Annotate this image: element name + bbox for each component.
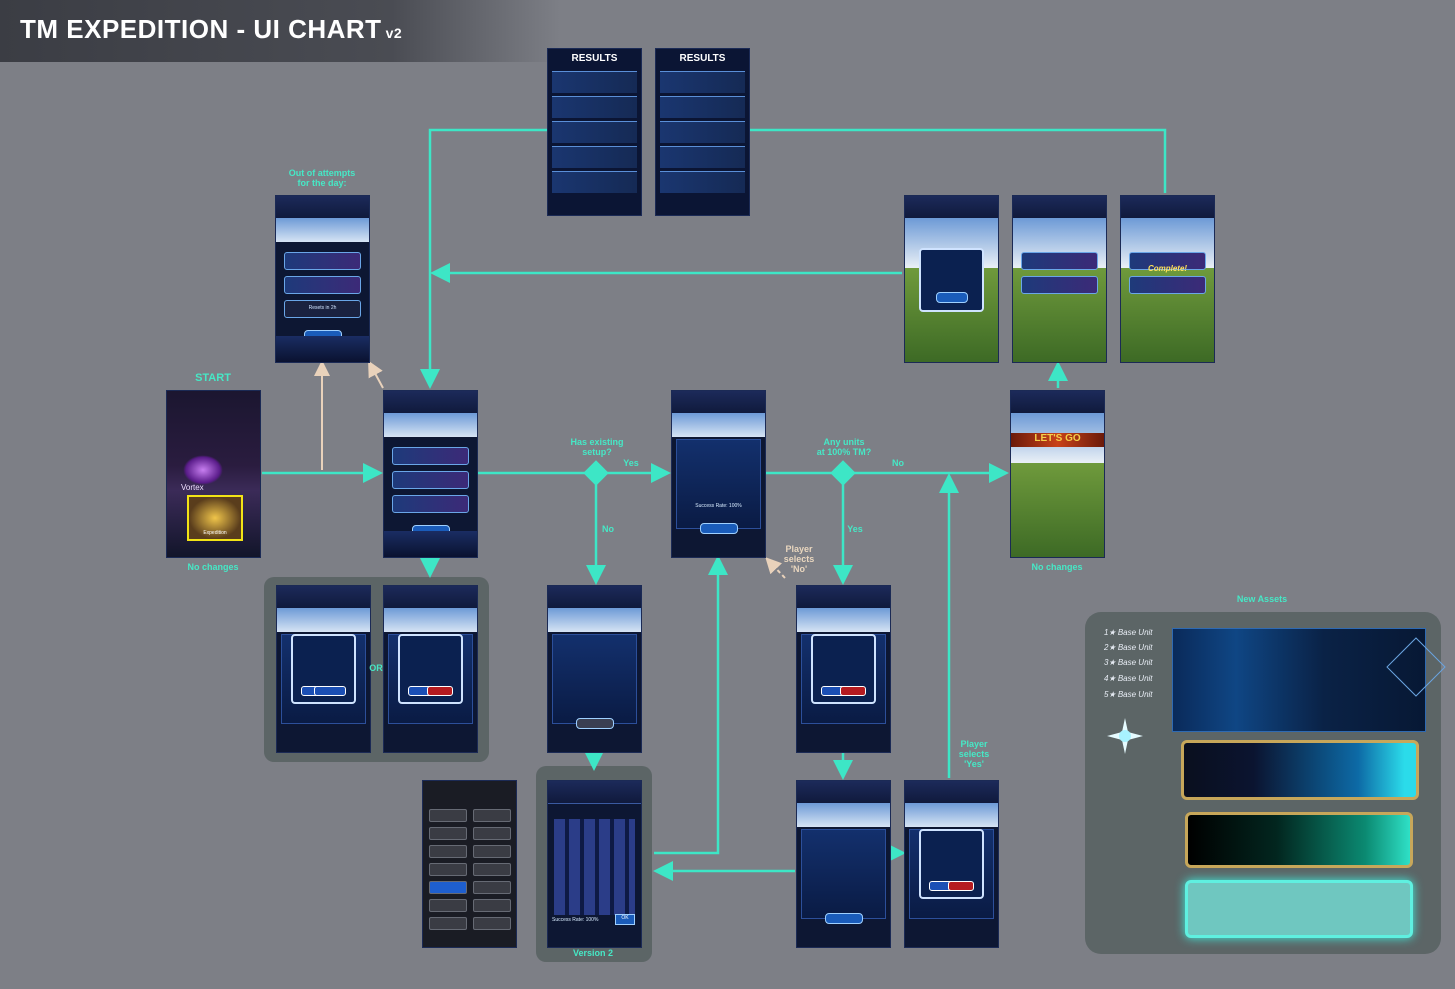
line-out-of-attempts-2 [368, 360, 384, 389]
ok-button[interactable]: OK [615, 914, 635, 925]
complete-screen: Complete! [1120, 195, 1215, 363]
setup-yes-label: Yes [623, 458, 639, 468]
expedition-list-screen [383, 390, 478, 558]
sort-filter-screen [422, 780, 517, 948]
line-results-loop [748, 128, 1167, 193]
out-of-attempts-screen: Resets in 2h [275, 195, 370, 363]
refresh-dialog-1 [276, 585, 371, 753]
player-selects-no-label: Player selects 'No' [783, 544, 815, 574]
no-changes-left: No changes [187, 562, 239, 572]
base-unit-1: 1★ Base Unit [1104, 628, 1153, 637]
lets-go-screen: LET'S GO [1010, 390, 1105, 558]
asset-glow-button [1185, 880, 1413, 938]
line-select-up [654, 555, 728, 855]
success-rate-text: Success Rate: 100% [695, 503, 742, 509]
any-units-tm-label: Any units at 100% TM? [816, 437, 872, 457]
or-label: OR [369, 663, 383, 673]
title-text: TM EXPEDITION - UI CHART [20, 14, 382, 44]
line-results-left [420, 128, 547, 389]
diamond-icon [1386, 637, 1446, 697]
base-unit-4: 4★ Base Unit [1104, 674, 1153, 683]
results-title-2: RESULTS [679, 53, 726, 64]
unit-select-screen: Success Rate: 100% OK [547, 780, 642, 948]
results-screen-1: RESULTS [547, 48, 642, 216]
setup-no-label: No [602, 524, 614, 534]
results-screen-2: RESULTS [655, 48, 750, 216]
base-unit-2: 2★ Base Unit [1104, 643, 1153, 652]
version2-label: Version 2 [572, 948, 614, 958]
expedition-running-screen [1012, 195, 1107, 363]
depart-button[interactable] [699, 523, 738, 534]
expedition-info-screen: Success Rate: 100% [671, 390, 766, 558]
lets-go-banner: LET'S GO [1011, 433, 1104, 447]
decision-tm [830, 460, 856, 486]
out-of-attempts-label: Out of attempts for the day: [288, 168, 356, 188]
expedition-label: Expedition [203, 530, 227, 536]
party-not-filled-screen [904, 780, 999, 948]
no-changes-right: No changes [1031, 562, 1083, 572]
refresh-dialog-2 [383, 585, 478, 753]
start-label: START [195, 372, 231, 384]
new-assets-panel: 1★ Base Unit 2★ Base Unit 3★ Base Unit 4… [1085, 612, 1446, 954]
complete-text: Complete! [1147, 264, 1188, 273]
asset-bar-teal [1185, 812, 1413, 868]
base-unit-5: 5★ Base Unit [1104, 690, 1153, 699]
tm-no-label: No [892, 458, 904, 468]
tm-yes-label: Yes [847, 524, 863, 534]
has-existing-setup-label: Has existing setup? [570, 437, 624, 457]
vortex-label: Vortex [181, 483, 204, 492]
unit-select-success: Success Rate: 100% [552, 917, 599, 923]
start-vortex-screen: Vortex Expedition [166, 390, 261, 558]
sparkle-icon [1107, 718, 1143, 754]
title-version: v2 [385, 25, 403, 41]
base-unit-3: 3★ Base Unit [1104, 658, 1153, 667]
empty-party-screen [547, 585, 642, 753]
asset-background-panel [1172, 628, 1446, 732]
new-assets-label: New Assets [1236, 594, 1288, 604]
player-selects-yes-label: Player selects 'Yes' [958, 739, 990, 769]
asset-bar-gold [1181, 740, 1419, 800]
tm-dialog-screen [796, 585, 891, 753]
recall-screen [904, 195, 999, 363]
decision-setup [583, 460, 609, 486]
resets-text: Resets in 2h [308, 305, 337, 311]
party-depart-screen [796, 780, 891, 948]
results-title-1: RESULTS [571, 53, 618, 64]
expedition-highlight[interactable]: Expedition [187, 495, 243, 541]
